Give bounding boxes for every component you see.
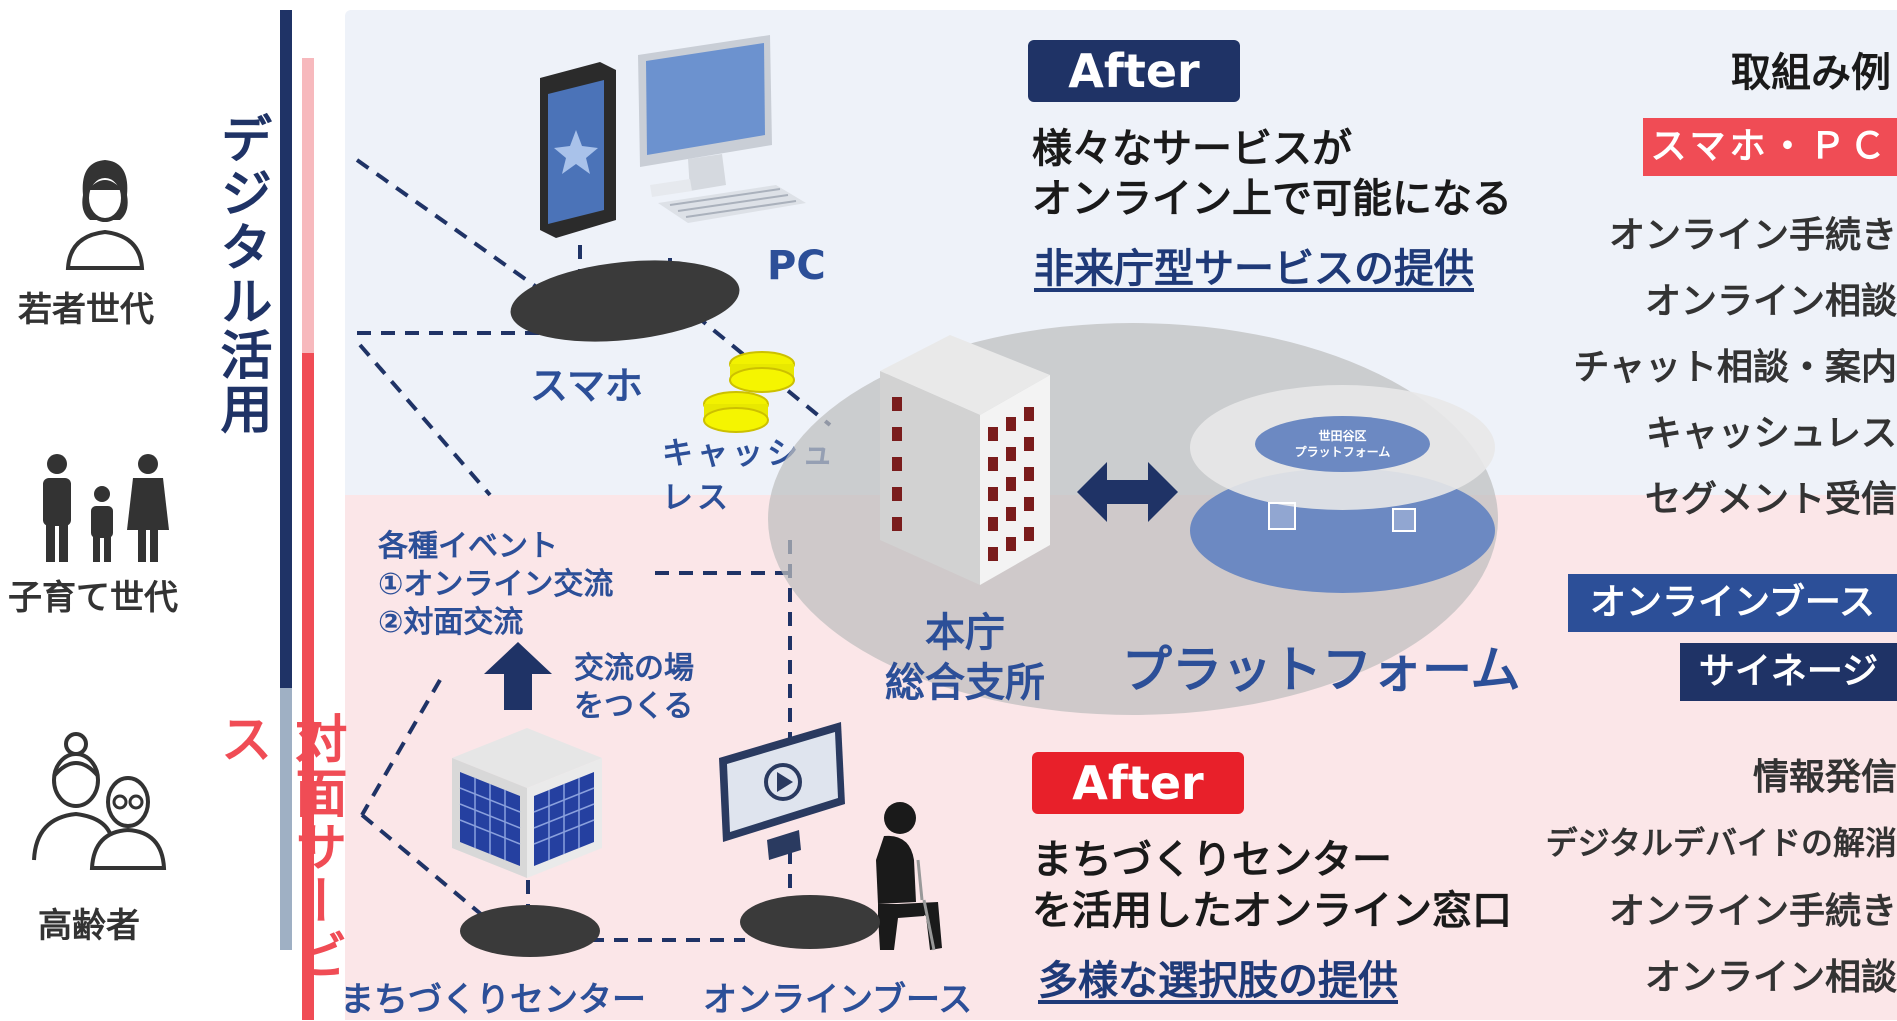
elderly-couple-icon	[28, 730, 168, 870]
booth-label: オンラインブース	[703, 980, 973, 1020]
example-info-broadcast: 情報発信	[1752, 757, 1897, 798]
city-hall-building-icon	[880, 335, 1060, 585]
example-online-consultation: オンライン相談	[1644, 281, 1897, 322]
smartphone-pc-banner: スマホ・ＰＣ	[1643, 118, 1897, 176]
family-icon	[35, 450, 170, 565]
after-badge-bottom: After	[1032, 752, 1244, 814]
example-cashless: キャッシュレス	[1645, 413, 1897, 454]
example-digital-divide: デジタルデバイドの解消	[1545, 824, 1897, 862]
digital-axis-label: デジタル活用	[211, 112, 271, 436]
smartphone-label: スマホ	[530, 364, 643, 408]
after-badge-top: After	[1028, 40, 1240, 102]
pc-monitor-icon	[630, 35, 810, 225]
events-title: 各種イベント	[378, 529, 558, 564]
digital-axis-bar	[280, 10, 292, 688]
example-segment-delivery: セグメント受信	[1644, 479, 1897, 520]
video-monitor-icon	[715, 722, 850, 872]
smartphone-icon	[530, 60, 618, 240]
booth-disc	[740, 895, 880, 949]
platform-label: プラットフォーム	[1122, 641, 1521, 699]
after-bottom-line1: まちづくりセンター	[1032, 837, 1392, 883]
example-online-consultation-booth: オンライン相談	[1644, 957, 1897, 998]
face-axis-label: 対面サービス	[211, 712, 346, 982]
example-online-procedure: オンライン手続き	[1608, 215, 1897, 256]
double-arrow-icon	[1075, 460, 1180, 524]
cube-icon	[1268, 502, 1296, 530]
pc-label: PC	[767, 243, 826, 289]
coin-icon	[700, 340, 800, 450]
online-booth-banner: オンラインブース	[1568, 574, 1897, 632]
examples-title: 取組み例	[1731, 50, 1891, 96]
platform-chip-label: 世田谷区 プラットフォーム	[1294, 429, 1391, 459]
person-seated-icon	[838, 800, 958, 960]
persona-young-label: 若者世代	[18, 290, 154, 330]
persona-elderly-label: 高齢者	[38, 906, 140, 946]
pink-axis-bar	[302, 58, 314, 353]
machizukuri-center-building-icon	[452, 728, 602, 878]
arrow-up-icon	[482, 640, 554, 712]
events-item-faceto: ②対面交流	[378, 605, 524, 640]
events-item-online: ①オンライン交流	[378, 567, 614, 602]
platform-chip	[1255, 416, 1430, 472]
exchange-label: 交流の場 をつくる	[574, 651, 694, 724]
example-chat-consultation: チャット相談・案内	[1573, 347, 1897, 388]
example-online-procedure-booth: オンライン手続き	[1608, 891, 1897, 932]
machizukuri-disc	[460, 905, 600, 957]
after-bottom-underline: 多様な選択肢の提供	[1038, 958, 1398, 1004]
persona-family-label: 子育て世代	[8, 578, 178, 618]
cube-icon	[1392, 508, 1416, 532]
machizukuri-label: まちづくりセンター	[340, 980, 646, 1020]
after-bottom-line2: を活用したオンライン窓口	[1032, 888, 1512, 934]
after-top-line2: オンライン上で可能になる	[1032, 176, 1512, 222]
after-top-underline: 非来庁型サービスの提供	[1034, 246, 1474, 292]
young-person-icon	[50, 150, 160, 270]
face-axis-bar-grey	[280, 688, 292, 950]
red-axis-bar	[302, 353, 314, 1020]
after-top-line1: 様々なサービスが	[1032, 126, 1352, 172]
honcho-label: 本庁 総合支所	[885, 610, 1045, 706]
signage-banner: サイネージ	[1680, 643, 1897, 701]
